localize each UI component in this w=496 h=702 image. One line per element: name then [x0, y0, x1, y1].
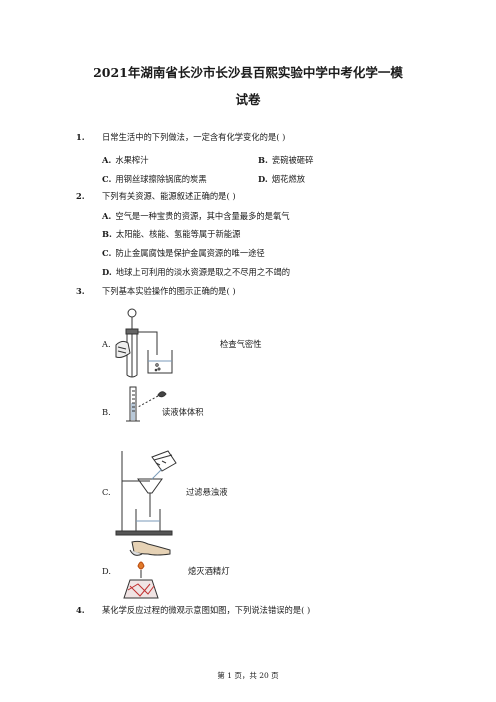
option-text: 防止金属腐蚀是保护金属资源的唯一途径 — [115, 248, 265, 258]
alcohol-lamp-figure — [123, 540, 171, 599]
q1-option-d: D.烟花燃放 — [258, 173, 305, 185]
q2-option-d: D.地球上可利用的淡水资源是取之不尽用之不竭的 — [102, 266, 290, 278]
option-text: 瓷碗被砸碎 — [271, 155, 314, 165]
option-letter: D. — [102, 267, 112, 277]
option-letter: A. — [102, 155, 112, 165]
q3-option-b-label: 读液体体积 — [162, 407, 204, 417]
question-number: 3. — [76, 286, 85, 296]
q1-option-a: A.水果榨汁 — [102, 154, 149, 166]
q3-option-d-label: 熄灭酒精灯 — [188, 566, 230, 576]
question-stem: 下列基本实验操作的图示正确的是( ) — [102, 286, 236, 296]
question-2: 2. 下列有关资源、能源叙述正确的是( ) — [76, 190, 236, 202]
question-number: 1. — [76, 132, 85, 142]
q3-option-c-letter: C. — [102, 487, 111, 497]
q3-option-a-label: 检查气密性 — [220, 339, 262, 349]
option-letter: B. — [258, 155, 268, 165]
page-title: 2021年湖南省长沙市长沙县百熙实验中学中考化学一模 — [93, 65, 403, 80]
q2-option-a: A.空气是一种宝贵的资源，其中含量最多的是氧气 — [102, 210, 290, 222]
page-footer: 第 1 页，共 20 页 — [217, 671, 279, 680]
option-text: 用钢丝球擦除锅底的炭黑 — [115, 174, 207, 184]
q3-option-d-letter: D. — [102, 566, 111, 576]
question-4: 4. 某化学反应过程的微观示意图如图，下列说法错误的是( ) — [76, 604, 310, 616]
page-title-continued: 试卷 — [235, 92, 261, 107]
option-text: 水果榨汁 — [115, 155, 149, 165]
filtration-figure — [115, 450, 177, 536]
option-text: 太阳能、核能、氢能等属于新能源 — [115, 229, 241, 239]
option-letter: A. — [102, 211, 112, 221]
q2-option-c: C.防止金属腐蚀是保护金属资源的唯一途径 — [102, 247, 265, 259]
q3-option-b-letter: B. — [102, 407, 111, 417]
option-letter: D. — [258, 174, 268, 184]
q1-option-c: C.用钢丝球擦除锅底的炭黑 — [102, 173, 207, 185]
option-letter: C. — [102, 174, 112, 184]
question-stem: 某化学反应过程的微观示意图如图，下列说法错误的是( ) — [102, 605, 311, 615]
question-number: 2. — [76, 191, 85, 201]
option-letter: C. — [102, 248, 112, 258]
option-text: 地球上可利用的淡水资源是取之不尽用之不竭的 — [115, 267, 291, 277]
question-1: 1. 日常生活中的下列做法，一定含有化学变化的是( ) — [76, 131, 285, 143]
question-stem: 下列有关资源、能源叙述正确的是( ) — [102, 191, 236, 201]
question-3: 3. 下列基本实验操作的图示正确的是( ) — [76, 285, 236, 297]
option-text: 空气是一种宝贵的资源，其中含量最多的是氧气 — [115, 211, 290, 221]
q1-option-b: B.瓷碗被砸碎 — [258, 154, 313, 166]
option-text: 烟花燃放 — [271, 174, 305, 184]
q2-option-b: B.太阳能、核能、氢能等属于新能源 — [102, 228, 240, 240]
question-stem: 日常生活中的下列做法，一定含有化学变化的是( ) — [102, 132, 286, 142]
read-liquid-volume-figure — [126, 386, 167, 422]
option-letter: B. — [102, 229, 112, 239]
question-number: 4. — [76, 605, 85, 615]
q3-option-a-letter: A. — [102, 339, 111, 349]
q3-option-c-label: 过滤悬浊液 — [186, 487, 228, 497]
gas-tightness-check-figure — [115, 308, 173, 378]
